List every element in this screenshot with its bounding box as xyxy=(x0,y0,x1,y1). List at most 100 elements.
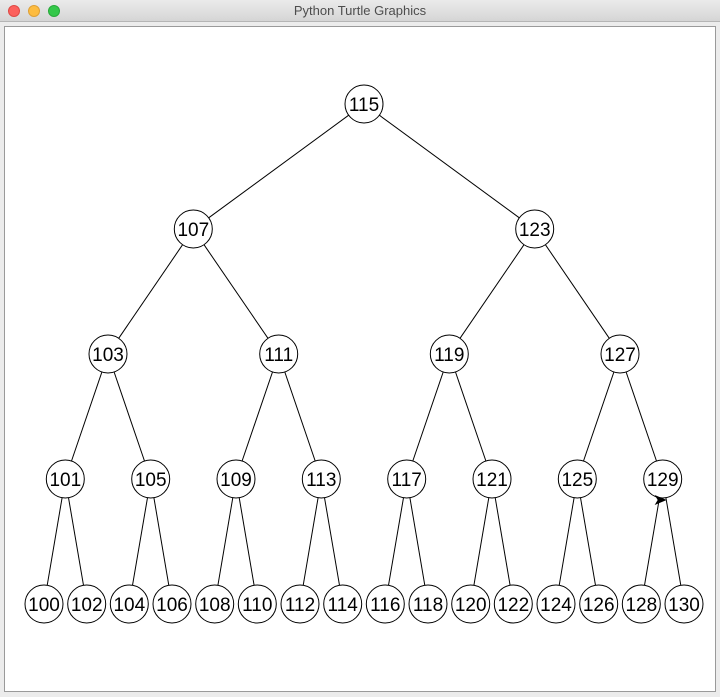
tree-edge xyxy=(494,497,511,586)
tree-node: 128 xyxy=(621,584,661,624)
tree-node: 106 xyxy=(152,584,192,624)
window-title: Python Turtle Graphics xyxy=(293,3,427,18)
node-circle xyxy=(536,584,576,624)
node-label: 106 xyxy=(156,595,188,616)
tree-edges xyxy=(46,114,682,586)
node-label: 129 xyxy=(647,470,679,491)
node-circle xyxy=(621,584,661,624)
tree-node: 108 xyxy=(195,584,235,624)
node-circle xyxy=(24,584,64,624)
node-circle xyxy=(472,459,512,499)
node-label: 109 xyxy=(220,470,252,491)
tree-edge xyxy=(284,371,316,462)
tree-edge xyxy=(412,371,444,462)
node-circle xyxy=(109,584,149,624)
tree-node: 107 xyxy=(173,209,213,249)
tree-node: 105 xyxy=(131,459,171,499)
tree-node: 116 xyxy=(365,584,405,624)
tree-edge xyxy=(46,497,63,586)
tree-node: 111 xyxy=(259,334,299,374)
node-circle xyxy=(280,584,320,624)
node-label: 124 xyxy=(540,595,572,616)
tree-node: 122 xyxy=(493,584,533,624)
tree-edge xyxy=(118,244,184,339)
title-bar[interactable]: Python Turtle Graphics xyxy=(0,0,720,22)
minimize-button[interactable] xyxy=(28,5,40,17)
node-label: 115 xyxy=(349,95,379,116)
node-circle xyxy=(579,584,619,624)
node-label: 113 xyxy=(306,470,336,491)
tree-edge xyxy=(238,497,255,586)
tree-node: 114 xyxy=(323,584,363,624)
tree-edge xyxy=(665,497,682,586)
node-label: 123 xyxy=(519,220,551,241)
close-button[interactable] xyxy=(8,5,20,17)
tree-edge xyxy=(379,114,520,219)
tree-node: 115 xyxy=(344,84,384,124)
tree-edge xyxy=(455,371,487,462)
node-label: 126 xyxy=(583,595,615,616)
node-label: 107 xyxy=(177,220,209,241)
tree-node: 130 xyxy=(664,584,704,624)
tree-edge xyxy=(459,244,525,339)
node-circle xyxy=(173,209,213,249)
tree-edge xyxy=(132,497,148,586)
node-circle xyxy=(259,334,299,374)
tree-node: 101 xyxy=(45,459,85,499)
tree-edge xyxy=(217,497,234,586)
tree-edge xyxy=(544,244,610,339)
node-label: 114 xyxy=(328,595,359,616)
node-circle xyxy=(131,459,171,499)
tree-edge xyxy=(644,497,660,586)
turtle-arrow-icon xyxy=(654,495,667,505)
tree-node: 120 xyxy=(451,584,491,624)
node-circle xyxy=(643,459,683,499)
node-label: 130 xyxy=(668,595,700,616)
node-circle xyxy=(67,584,107,624)
node-label: 112 xyxy=(285,595,315,616)
tree-edge xyxy=(580,497,596,586)
node-label: 104 xyxy=(113,595,145,616)
node-circle xyxy=(387,459,427,499)
node-label: 101 xyxy=(49,470,81,491)
tree-edge xyxy=(71,371,103,462)
node-circle xyxy=(301,459,341,499)
tree-node: 113 xyxy=(301,459,341,499)
tree-edge xyxy=(241,371,273,462)
tree-node: 109 xyxy=(216,459,256,499)
tree-node: 123 xyxy=(515,209,555,249)
tree-edge xyxy=(113,371,145,462)
node-circle xyxy=(237,584,277,624)
node-label: 100 xyxy=(28,595,60,616)
tree-edge xyxy=(153,497,170,586)
tree-node: 124 xyxy=(536,584,576,624)
tree-edge xyxy=(409,497,426,586)
node-label: 118 xyxy=(413,595,443,616)
tree-edge xyxy=(203,244,269,339)
node-label: 110 xyxy=(242,595,272,616)
tree-node: 112 xyxy=(280,584,320,624)
node-circle xyxy=(515,209,555,249)
tree-edge xyxy=(68,497,84,586)
tree-node: 129 xyxy=(643,459,683,499)
tree-edge xyxy=(324,497,340,586)
node-circle xyxy=(365,584,405,624)
tree-edge xyxy=(208,114,349,219)
node-circle xyxy=(45,459,85,499)
tree-node: 104 xyxy=(109,584,149,624)
tree-node: 110 xyxy=(237,584,277,624)
node-label: 108 xyxy=(199,595,231,616)
node-label: 117 xyxy=(392,470,422,491)
tree-node: 102 xyxy=(67,584,107,624)
zoom-button[interactable] xyxy=(48,5,60,17)
node-circle xyxy=(323,584,363,624)
tree-edge xyxy=(625,371,657,462)
tree-node: 127 xyxy=(600,334,640,374)
tree-edge xyxy=(302,497,319,586)
node-circle xyxy=(600,334,640,374)
tree-edge xyxy=(473,497,490,586)
node-label: 105 xyxy=(135,470,167,491)
node-label: 121 xyxy=(476,470,508,491)
